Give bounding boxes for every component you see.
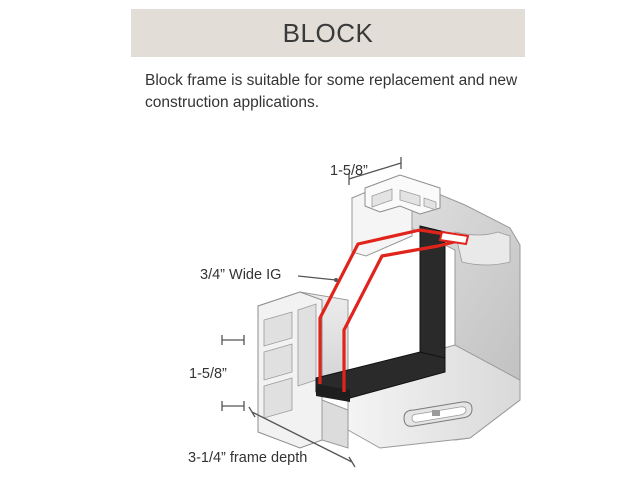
- glass-leader-dot: [334, 278, 338, 282]
- glass-leader-line: [297, 275, 337, 281]
- dimension-lines: [221, 157, 402, 468]
- label-top-width: 1-5/8”: [330, 163, 368, 179]
- title-banner: BLOCK: [131, 9, 525, 57]
- glass-pane-inner: [342, 238, 463, 392]
- dim-side-bottom: [221, 401, 245, 411]
- frame-interior-profile: [454, 231, 511, 266]
- dim-top-width: [348, 157, 402, 185]
- window-frame: [257, 174, 521, 449]
- glass-pane-top-cap: [438, 230, 470, 246]
- label-frame-depth: 3-1/4” frame depth: [188, 450, 308, 466]
- label-side-width: 1-5/8”: [189, 366, 227, 382]
- page-title: BLOCK: [282, 17, 374, 48]
- frame-sill-chambers: [263, 303, 317, 419]
- frame-top-chambers: [371, 188, 437, 211]
- label-glass-width: 3/4” Wide IG: [200, 267, 282, 283]
- glass-pane-outer: [318, 228, 459, 384]
- glazing-bead: [316, 384, 350, 402]
- dim-frame-depth: [248, 406, 356, 468]
- insulated-glass-unit: [315, 225, 470, 402]
- frame-skirt: [321, 399, 349, 449]
- description-text: Block frame is suitable for some replace…: [145, 72, 518, 111]
- dim-side-top: [221, 335, 245, 345]
